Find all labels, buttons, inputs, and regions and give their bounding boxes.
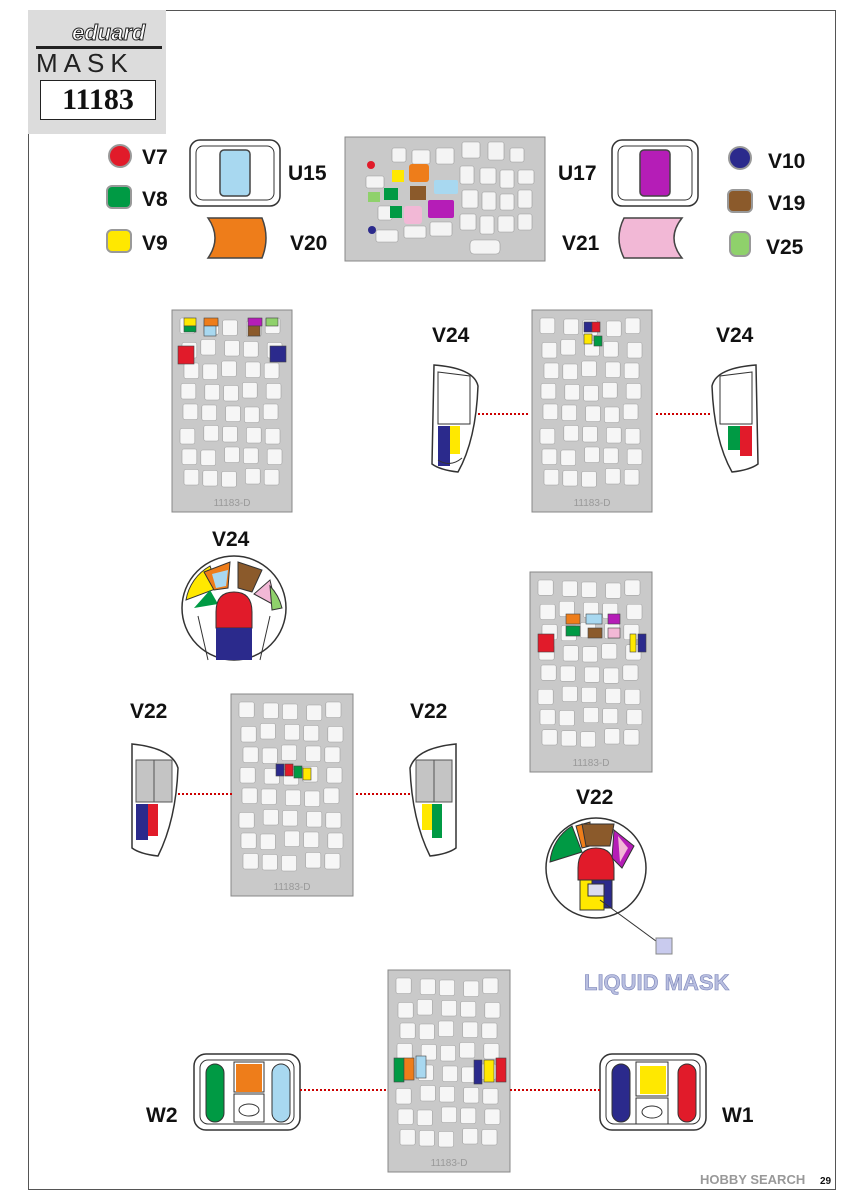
brand-mask: MASK: [36, 48, 134, 78]
label-v24-right: V24: [716, 324, 754, 347]
brand-divider: [36, 46, 162, 49]
label-v24-mid: V24: [212, 528, 250, 551]
canopy-v24-left: [431, 364, 530, 473]
mask-u17: [611, 139, 699, 207]
canopy-v22-right: [356, 743, 457, 857]
legend-v25: V25: [766, 236, 804, 259]
canopy-v22-left: [131, 743, 232, 857]
label-v20: V20: [290, 232, 328, 255]
swatch-v25: [729, 231, 751, 257]
label-u15: U15: [288, 162, 327, 185]
brand-eduard: eduard: [71, 20, 146, 46]
page-frame: [28, 10, 836, 1190]
label-v21: V21: [562, 232, 600, 255]
sheet-code: 11183-D: [214, 498, 251, 509]
legend-v9: V9: [142, 232, 168, 255]
sheet-code: 11183-D: [574, 498, 611, 509]
mask-v21: [618, 217, 684, 259]
sheet-code: 11183-D: [573, 758, 610, 769]
swatch-v8: [106, 185, 132, 209]
mask-w2: [193, 1053, 388, 1131]
canopy-v24-right: [656, 364, 759, 473]
watermark: HOBBY SEARCH: [700, 1172, 806, 1187]
label-v24-left: V24: [432, 324, 470, 347]
canopy-v22-round: [545, 817, 673, 955]
legend-v19: V19: [768, 192, 806, 215]
mask-sheet-3: 11183-D: [529, 571, 653, 773]
mask-u15: [189, 139, 281, 207]
label-u17: U17: [558, 162, 597, 185]
mask-w1: [510, 1053, 707, 1131]
legend-v10: V10: [768, 150, 806, 173]
label-w2: W2: [146, 1104, 178, 1127]
product-number: 11183: [40, 80, 156, 120]
mask-sheet-5: 11183-D: [387, 969, 511, 1173]
swatch-v19: [727, 189, 753, 213]
legend-v8: V8: [142, 188, 168, 211]
swatch-v10: [728, 146, 752, 170]
label-w1: W1: [722, 1104, 754, 1127]
legend-v7: V7: [142, 146, 168, 169]
label-v22-mid: V22: [576, 786, 614, 809]
brand-logo: eduard MASK 11183: [28, 10, 166, 134]
liquid-mask-label: LIQUID MASK: [584, 970, 730, 996]
mask-sheet-top: [344, 136, 546, 262]
sheet-code: 11183-D: [274, 882, 311, 893]
swatch-v7: [108, 144, 132, 168]
page-number: 29: [820, 1176, 832, 1187]
sheet-code: 11183-D: [431, 1158, 468, 1169]
mask-v20: [206, 217, 267, 259]
swatch-v9: [106, 229, 132, 253]
mask-sheet-2: 11183-D: [531, 309, 653, 513]
mask-sheet-1: 11183-D: [171, 309, 293, 513]
label-v22-right: V22: [410, 700, 448, 723]
mask-sheet-4: 11183-D: [230, 693, 354, 897]
canopy-v24-round: [181, 555, 287, 661]
label-v22-left: V22: [130, 700, 168, 723]
